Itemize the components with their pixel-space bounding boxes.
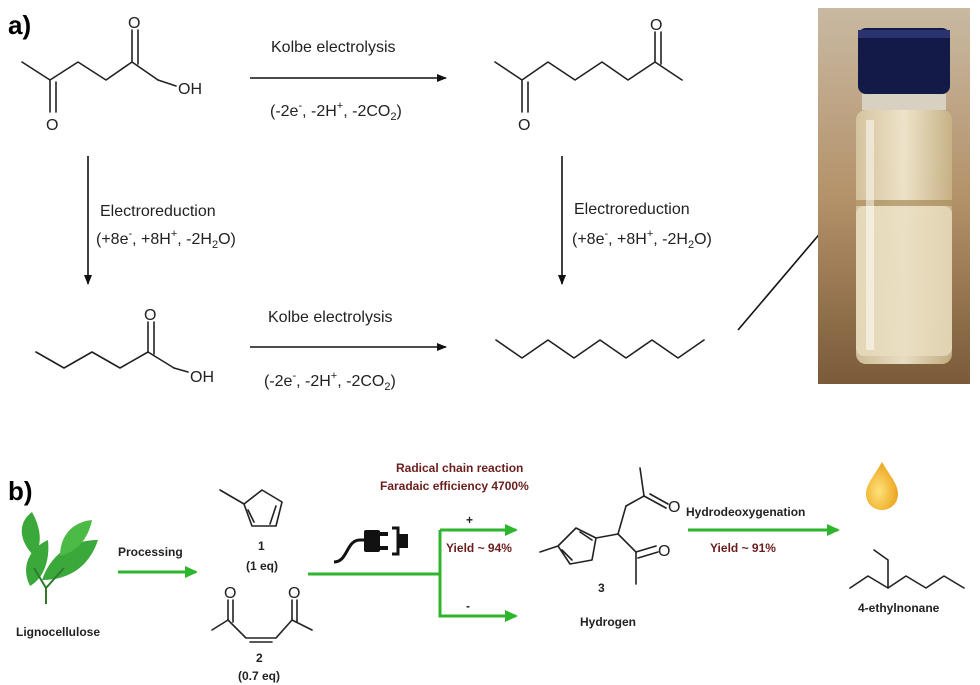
yield-1-label: Yield ~ 94% (446, 541, 512, 555)
electroreduction-right-label: Electroreduction (574, 201, 690, 218)
ethylnonane-chain (849, 575, 965, 589)
ketone-oxygen: O (46, 117, 58, 134)
valeric-hydroxyl: OH (190, 369, 214, 386)
enedione-oxygen-right: O (288, 585, 300, 602)
furyl-hexanedione-structure (539, 467, 669, 585)
octane-structure (495, 339, 705, 359)
dione-oxygen-left: O (518, 117, 530, 134)
valeric-carbonyl-oxygen: O (144, 307, 156, 324)
fuel-vial-photo (818, 8, 970, 384)
ethylnonane-branch (873, 549, 889, 589)
compound-2-equivalents: (0.7 eq) (238, 669, 280, 683)
processing-label: Processing (118, 545, 183, 559)
kolbe-bottom-label: Kolbe electrolysis (268, 309, 393, 326)
levulinic-acid-structure (21, 29, 177, 113)
dione-oxygen-right: O (650, 17, 662, 34)
compound-1-number: 1 (258, 539, 265, 553)
leaf-icon (21, 512, 98, 604)
compound-3-oxygen-bottom: O (658, 543, 670, 560)
methylfuran-structure (219, 489, 283, 527)
octane-2-7-dione-structure (494, 31, 683, 113)
anode-plus-sign: + (466, 513, 473, 527)
valeric-acid-structure (35, 321, 189, 373)
electroreduction-left-label: Electroreduction (100, 203, 216, 220)
panel-a-label: a) (8, 10, 31, 40)
arrow-to-vial (737, 223, 829, 331)
radical-chain-label: Radical chain reaction (396, 461, 523, 475)
hydrogen-label: Hydrogen (580, 615, 636, 629)
enedione-oxygen-left: O (224, 585, 236, 602)
kolbe-top-conditions: (-2e-, -2H+, -2CO2) (270, 100, 402, 123)
cathode-minus-sign: - (466, 599, 470, 613)
panel-b-label: b) (8, 476, 33, 506)
enedione-structure (211, 599, 313, 643)
compound-2-number: 2 (256, 651, 263, 665)
compound-3-number: 3 (598, 581, 605, 595)
lignocellulose-label: Lignocellulose (16, 625, 100, 639)
electric-plug-icon (333, 526, 408, 564)
compound-3-oxygen-top: O (668, 499, 680, 516)
yield-2-label: Yield ~ 91% (710, 541, 776, 555)
electroreduction-right-conditions: (+8e-, +8H+, -2H2O) (572, 228, 712, 251)
compound-1-equivalents: (1 eq) (246, 559, 278, 573)
acid-hydroxyl: OH (178, 81, 202, 98)
acid-carbonyl-oxygen: O (128, 15, 140, 32)
kolbe-bottom-conditions: (-2e-, -2H+, -2CO2) (264, 370, 396, 393)
electrolysis-branch-arrows (308, 524, 518, 622)
faradaic-efficiency-label: Faradaic efficiency 4700% (380, 479, 529, 493)
hydrodeoxygenation-label: Hydrodeoxygenation (686, 505, 805, 519)
oil-drop-icon (866, 462, 898, 510)
kolbe-top-label: Kolbe electrolysis (271, 39, 396, 56)
product-label: 4-ethylnonane (858, 601, 940, 615)
electroreduction-left-conditions: (+8e-, +8H+, -2H2O) (96, 228, 236, 251)
